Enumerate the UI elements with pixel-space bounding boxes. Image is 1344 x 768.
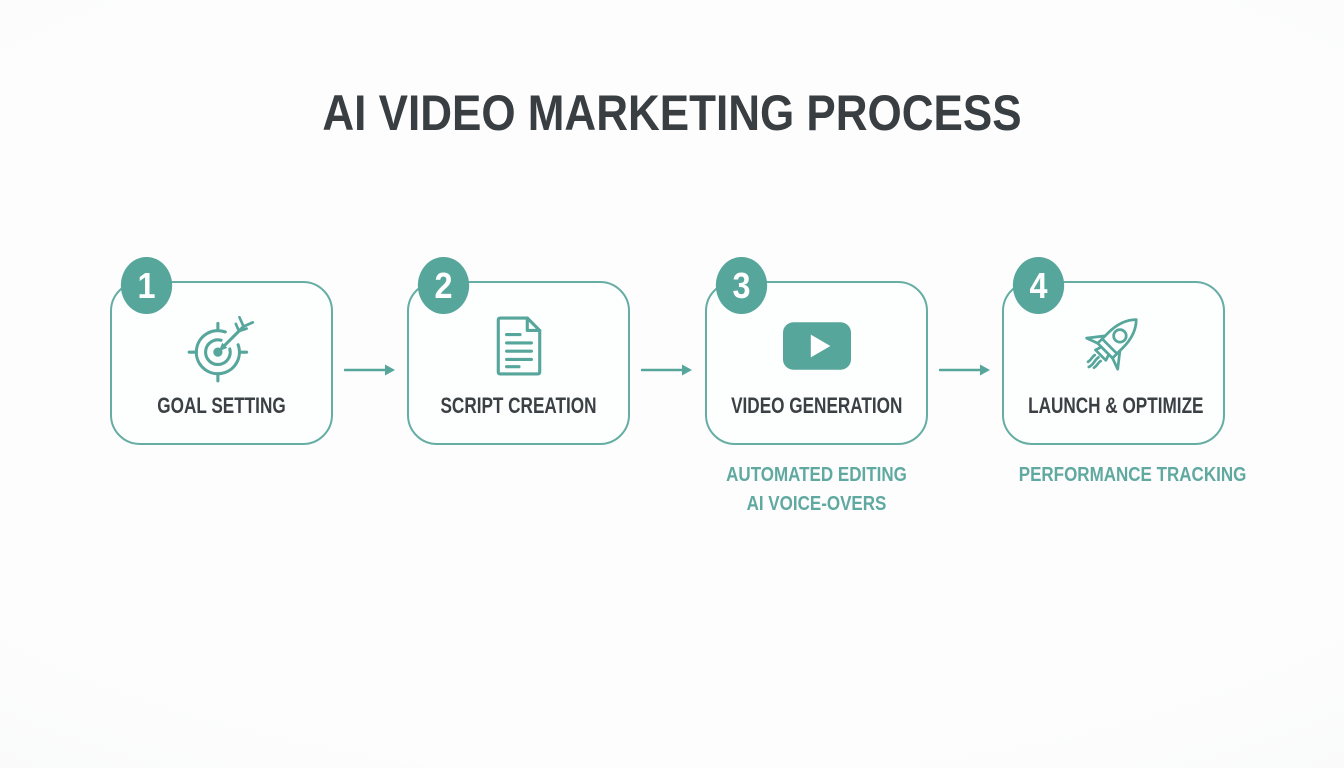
- flow-arrow-icon: [641, 364, 692, 376]
- step-card-script-creation: 2 SCRIPT CREATION: [407, 257, 630, 445]
- subtitle-performance-tracking: PERFORMANCE TRACKING: [1018, 464, 1247, 486]
- rocket-icon: [1004, 295, 1223, 397]
- flow-arrow-icon: [344, 364, 395, 376]
- subtitle-automated-editing: AUTOMATED EDITING: [726, 464, 907, 486]
- step-number-badge: 2: [417, 257, 470, 314]
- step-number-badge: 4: [1012, 257, 1065, 314]
- step-3-subtitles: AUTOMATED EDITING AI VOICE-OVERS: [705, 461, 928, 519]
- step-card-launch-optimize: 4: [1002, 257, 1225, 445]
- target-goal-icon: [112, 295, 331, 397]
- flow-arrow-icon: [939, 364, 990, 376]
- step-4-subtitles: PERFORMANCE TRACKING: [1002, 461, 1247, 490]
- page-title: AI VIDEO MARKETING PROCESS: [322, 85, 1022, 141]
- step-number-badge: 3: [715, 257, 768, 314]
- step-label: SCRIPT CREATION: [440, 393, 597, 418]
- step-label: GOAL SETTING: [157, 393, 286, 418]
- document-icon: [409, 295, 628, 397]
- step-card-video-generation: 3 VIDEO GENERATION: [705, 257, 928, 445]
- step-number-badge: 1: [120, 257, 173, 314]
- step-label: VIDEO GENERATION: [731, 393, 903, 418]
- subtitle-ai-voice-overs: AI VOICE-OVERS: [746, 493, 887, 515]
- step-label: LAUNCH & OPTIMIZE: [1028, 393, 1204, 418]
- video-play-icon: [707, 295, 926, 397]
- step-card-goal-setting: 1: [110, 257, 333, 445]
